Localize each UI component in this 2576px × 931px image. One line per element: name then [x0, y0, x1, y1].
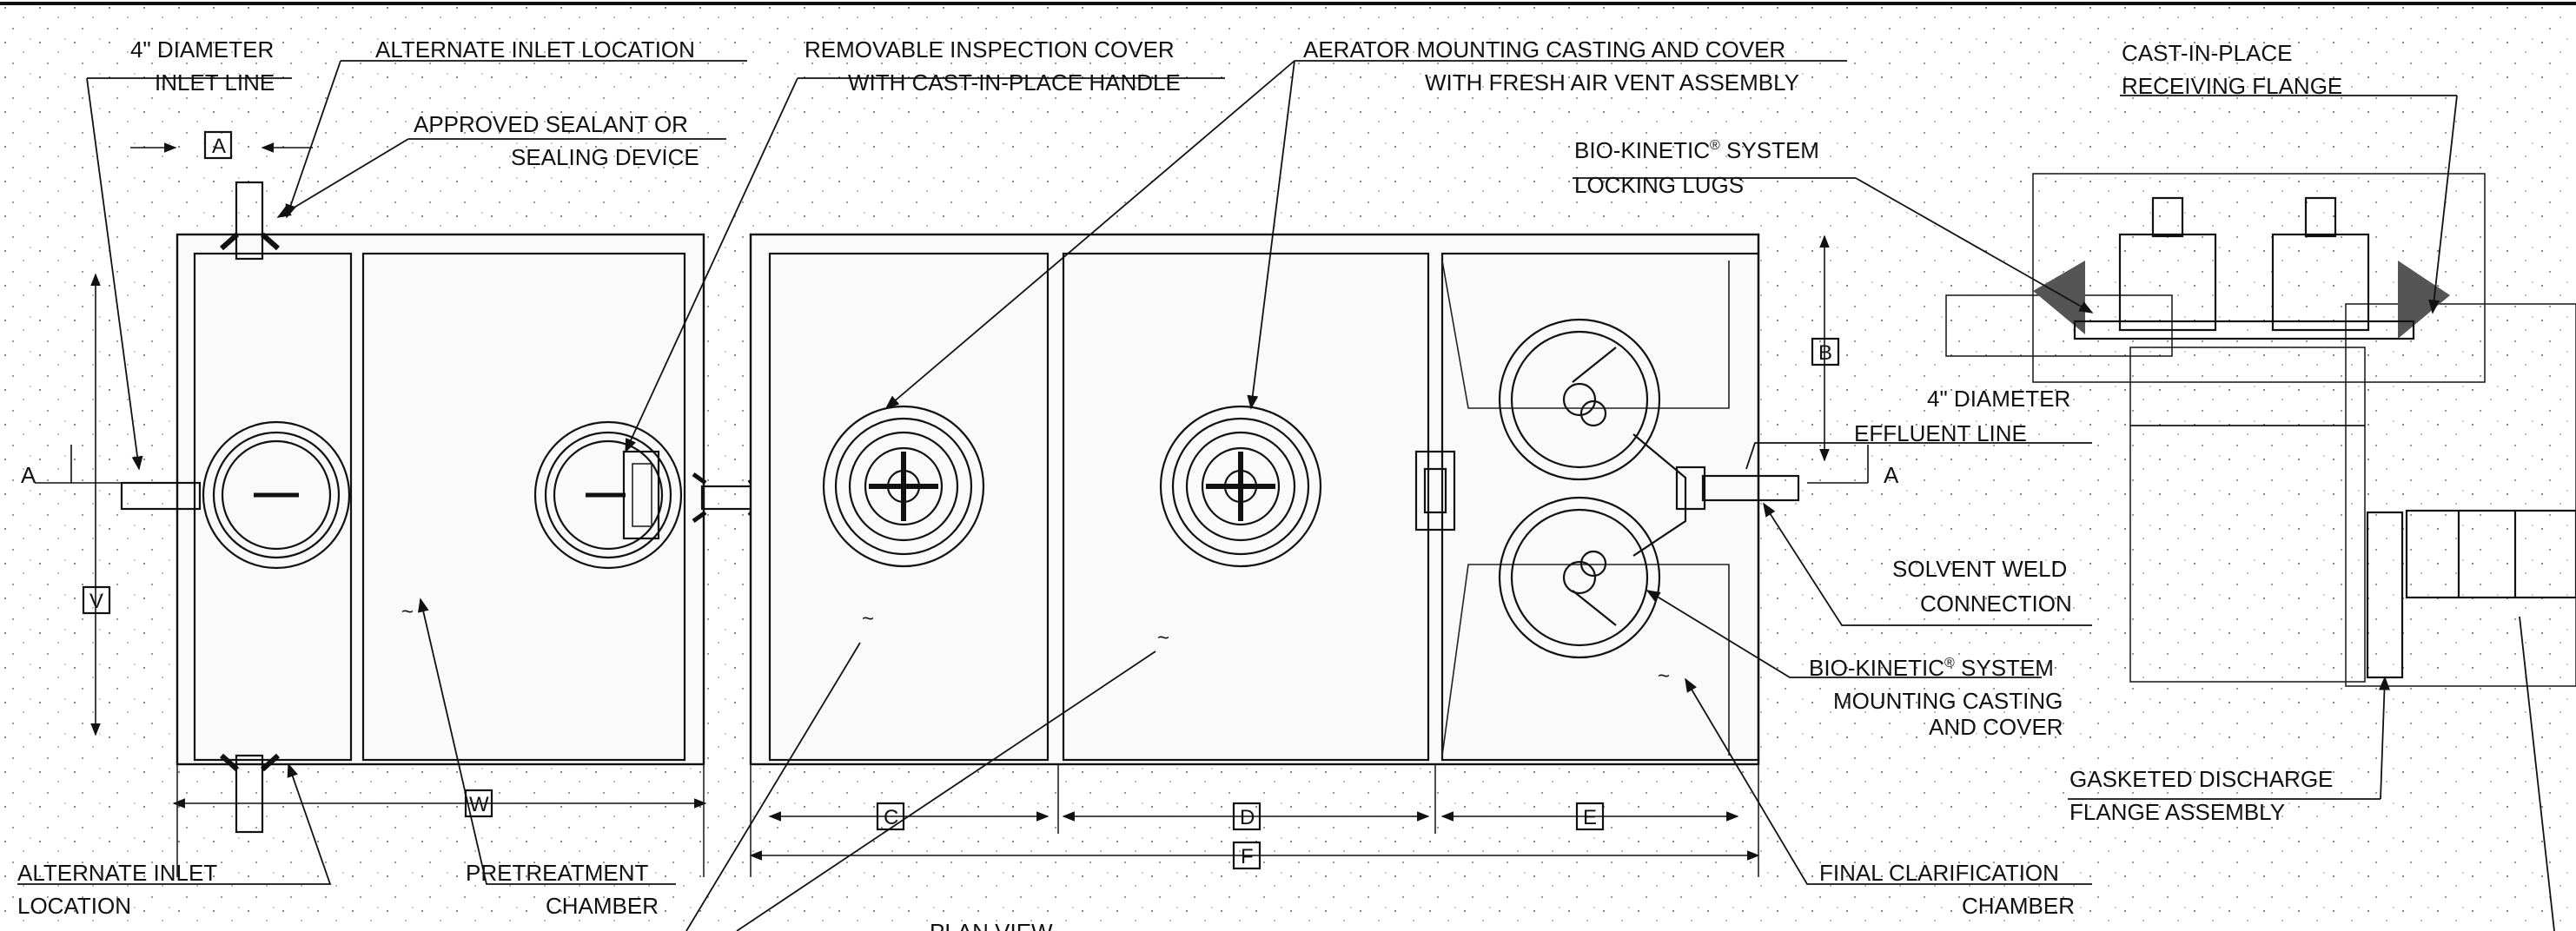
- pretreatment-label-1: PRETREATMENT: [466, 860, 649, 886]
- dim-v-box: V: [89, 590, 103, 613]
- aerator-label-1: AERATOR MOUNTING CASTING AND COVER: [1303, 36, 1785, 63]
- effluent-line-label-1: 4" DIAMETER: [1927, 386, 2070, 412]
- dim-w-box: W: [469, 793, 489, 816]
- final-clarification-label-2: CHAMBER: [1962, 893, 2075, 919]
- receiving-flange-label-1: CAST-IN-PLACE: [2122, 40, 2293, 66]
- dim-d-box: D: [1240, 806, 1255, 829]
- dim-e-box: E: [1583, 806, 1597, 829]
- section-a-right: A: [1884, 462, 1899, 488]
- locking-lugs-label-1: BIO-KINETIC® SYSTEM: [1574, 137, 1819, 163]
- dim-c-box: C: [884, 806, 898, 829]
- effluent-line-label-2: EFFLUENT LINE: [1854, 420, 2027, 446]
- aerator-label-2: WITH FRESH AIR VENT ASSEMBLY: [1425, 69, 1799, 96]
- aeration-module: ~ ~ ~: [749, 233, 1800, 766]
- dimension-labels: A B V W C D E F: [82, 130, 1840, 870]
- callout-labels: 4" DIAMETER INLET LINE ALTERNATE INLET L…: [17, 36, 2342, 931]
- pretreatment-module: ~: [120, 181, 763, 834]
- sealant-label-1: APPROVED SEALANT OR: [414, 111, 688, 137]
- mounting-casting-label-3: AND COVER: [1929, 714, 2063, 740]
- svg-text:~: ~: [862, 607, 874, 631]
- inlet-line-label-2: INLET LINE: [155, 69, 275, 96]
- dim-b-box: B: [1818, 341, 1832, 365]
- leader-lines: [17, 60, 2555, 931]
- svg-text:~: ~: [401, 600, 414, 624]
- dim-f-box: F: [1241, 845, 1254, 868]
- plan-view-title: PLAN VIEW: [930, 919, 1053, 931]
- pretreatment-label-2: CHAMBER: [546, 893, 659, 919]
- mounting-casting-label-2: MOUNTING CASTING: [1833, 688, 2063, 714]
- inspection-cover-label-2: WITH CAST-IN-PLACE HANDLE: [848, 69, 1181, 96]
- receiving-flange-label-2: RECEIVING FLANGE: [2122, 73, 2342, 99]
- gasketed-flange-label-1: GASKETED DISCHARGE: [2069, 766, 2333, 792]
- alt-inlet-bottom-label-2: LOCATION: [17, 893, 131, 919]
- section-a-left: A: [21, 462, 36, 488]
- inlet-line-label-1: 4" DIAMETER: [130, 36, 274, 63]
- solvent-weld-label-2: CONNECTION: [1920, 591, 2072, 617]
- svg-text:~: ~: [1157, 626, 1169, 650]
- dimension-lines: [35, 142, 1869, 877]
- mounting-casting-label-1: BIO-KINETIC® SYSTEM: [1809, 655, 2054, 681]
- inspection-cover-label-1: REMOVABLE INSPECTION COVER: [805, 36, 1175, 63]
- solvent-weld-label-1: SOLVENT WELD: [1892, 556, 2067, 582]
- sealant-label-2: SEALING DEVICE: [511, 144, 699, 170]
- section-view: [1945, 173, 2576, 687]
- final-clarification-label-1: FINAL CLARIFICATION: [1819, 860, 2059, 886]
- locking-lugs-label-2: LOCKING LUGS: [1574, 172, 1744, 198]
- alt-inlet-top-label: ALTERNATE INLET LOCATION: [375, 36, 695, 63]
- svg-text:~: ~: [1658, 664, 1670, 688]
- alt-inlet-bottom-label-1: ALTERNATE INLET: [17, 860, 217, 886]
- gasketed-flange-label-2: FLANGE ASSEMBLY: [2069, 799, 2285, 825]
- dim-a-box: A: [212, 135, 226, 158]
